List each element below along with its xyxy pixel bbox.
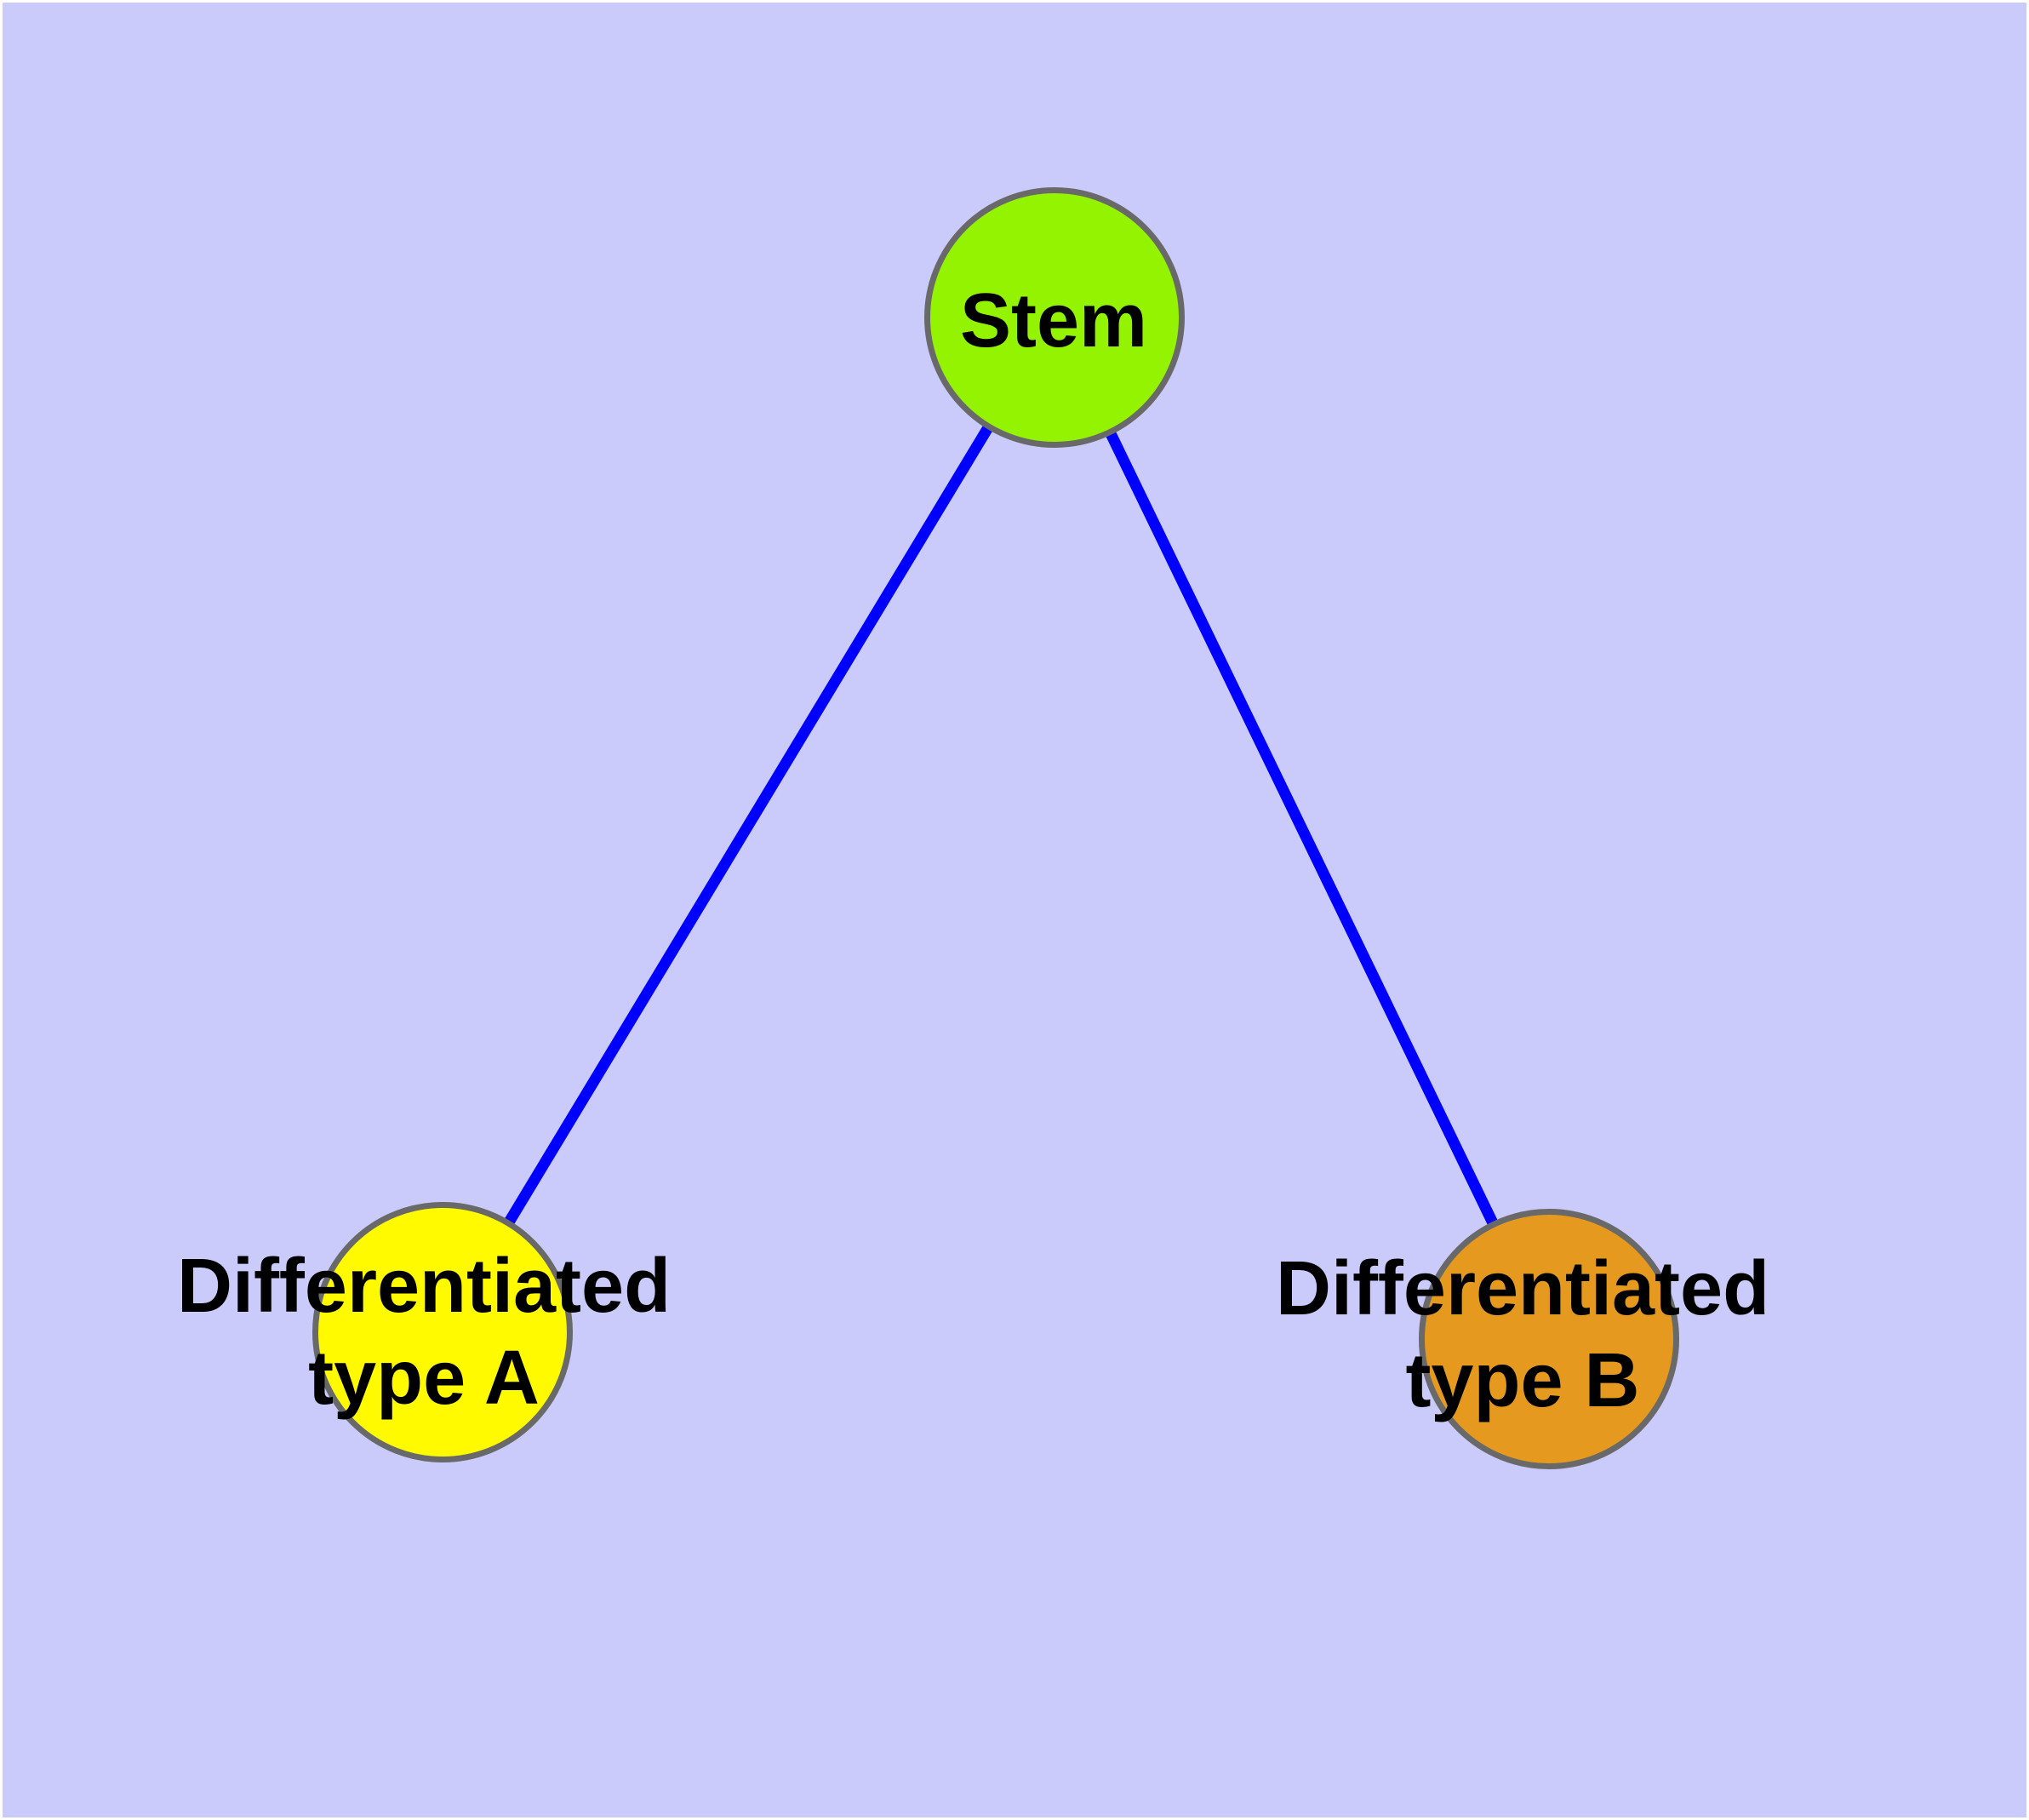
edge-stem-to-type-b bbox=[1049, 315, 1554, 1342]
edge-stem-to-type-a bbox=[437, 314, 1060, 1336]
node-type-a-label: Differentiated type A bbox=[176, 1244, 672, 1421]
node-stem-circle bbox=[924, 187, 1185, 448]
node-type-b-circle bbox=[1419, 1209, 1679, 1469]
node-type-a-circle bbox=[312, 1202, 573, 1462]
node-type-b-label: Differentiated type B bbox=[1275, 1246, 1770, 1423]
node-stem-label: Stem bbox=[959, 278, 1148, 363]
